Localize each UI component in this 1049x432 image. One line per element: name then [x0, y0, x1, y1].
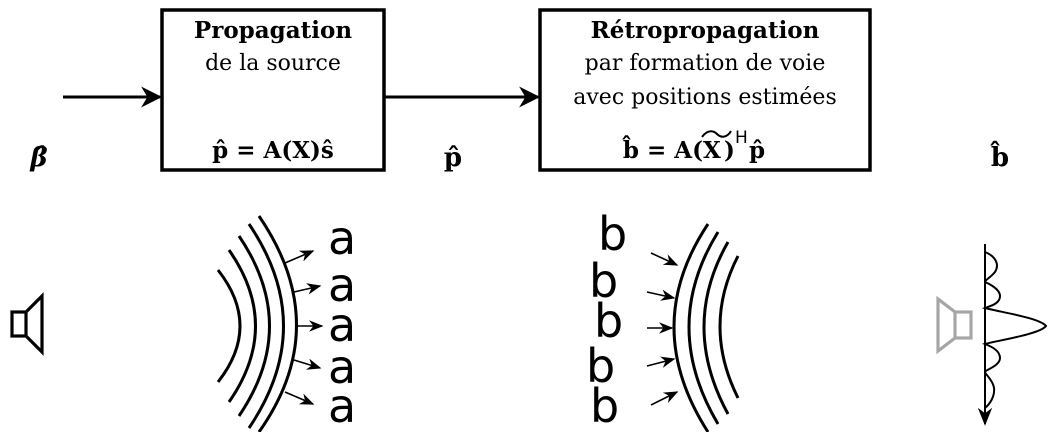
- retro-eq-tail: p̂: [749, 137, 765, 164]
- mic-array-a: a a a a a: [328, 211, 356, 432]
- beam-pattern-curve: [985, 252, 1046, 408]
- outgoing-ray-arrows: [285, 251, 322, 404]
- propagation-title: Propagation: [194, 17, 352, 44]
- loudspeaker-icon: [12, 296, 42, 352]
- mic-b-5: b: [590, 379, 619, 432]
- mic-a-1: a: [328, 211, 356, 265]
- signal-p-hat: p̂: [444, 143, 462, 173]
- retro-line-3: avec positions estimées: [573, 85, 836, 110]
- signal-beta-hat: β̂: [29, 143, 47, 173]
- hermitian-sup: H: [735, 128, 748, 148]
- converging-wavefronts: [674, 224, 738, 432]
- signal-b-hat: b̂: [990, 140, 1010, 173]
- estimated-loudspeaker-icon: [938, 299, 971, 351]
- mic-b-1: b: [598, 207, 627, 261]
- retro-eq-matrix: X: [703, 137, 721, 164]
- retro-line-2: par formation de voie: [585, 51, 826, 76]
- beam-output-profile: [985, 244, 1046, 424]
- retro-title: Rétropropagation: [591, 17, 820, 44]
- retro-eq-paren: ): [724, 137, 735, 164]
- retro-eq-left: b̂ = A(: [622, 136, 703, 164]
- propagation-equation: p̂ = A(X)ŝ: [212, 137, 334, 164]
- mic-a-5: a: [328, 379, 356, 432]
- mic-array-b: b b b b b: [586, 207, 627, 432]
- outgoing-wavefronts: [218, 216, 297, 432]
- propagation-subtitle: de la source: [205, 51, 341, 76]
